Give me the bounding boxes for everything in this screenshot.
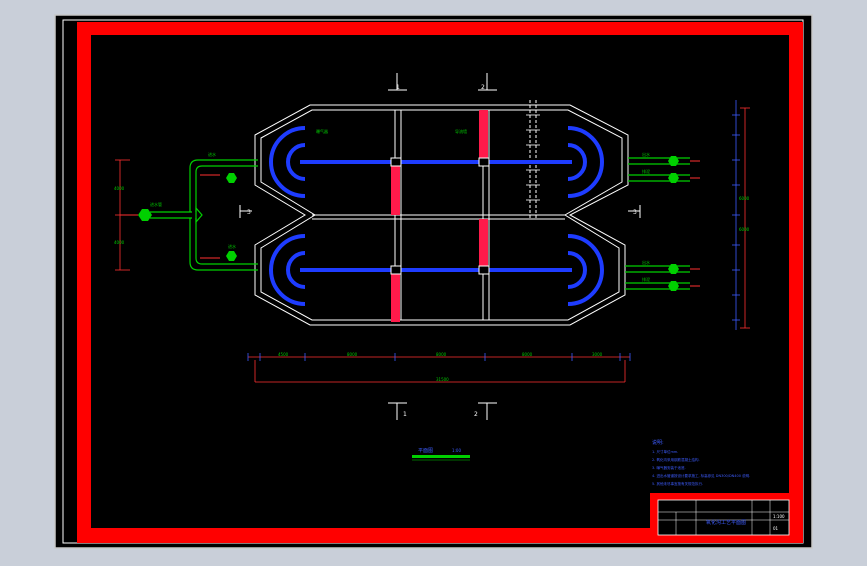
dim-segment: 8000: [436, 352, 447, 357]
title-block-scale: 1:100: [773, 514, 785, 519]
weir-gates: [526, 114, 540, 201]
dim-segment: 3000: [592, 352, 603, 357]
section-label-2-bottom: 2: [474, 411, 478, 418]
dim-left-upper: 4000: [114, 186, 125, 191]
note-item: 1. 尺寸单位mm.: [652, 449, 678, 454]
drawing-sheet: [54, 14, 813, 549]
left-dimension: [115, 159, 130, 271]
section-label-3-right: 3: [633, 209, 637, 216]
inlet-valve: [138, 209, 152, 221]
baffle-tag: 导流墙: [455, 128, 467, 134]
dim-segment: 4500: [278, 352, 289, 357]
inlet-main-label: 进水管: [150, 201, 162, 207]
dim-right-lower: 6000: [739, 227, 750, 232]
inlet-valve: [226, 251, 237, 261]
baffle-wall: [391, 165, 400, 215]
baffle-wall: [479, 110, 488, 160]
section-label-2-top: 2: [481, 84, 485, 91]
outlet-label: 出水: [642, 259, 650, 265]
dim-segment: 8000: [347, 352, 358, 357]
section-label-1-top: 1: [396, 84, 400, 91]
right-dimension: [740, 107, 750, 329]
title-block-name: 氧化沟工艺平面图: [706, 519, 746, 526]
outlet-label: 出水: [642, 151, 650, 157]
inlet-valve: [226, 173, 237, 183]
baffle-wall: [391, 272, 400, 322]
note-item: 2. 氧化沟采用钢筋混凝土结构.: [652, 457, 700, 462]
inlet-upper-label: 进水: [208, 151, 216, 157]
note-item: 5. 其他未尽事宜按有关规范执行.: [652, 481, 703, 486]
outlet-label: 排泥: [642, 276, 650, 282]
title-block-sheet: 01: [773, 526, 779, 531]
title-block: [657, 499, 790, 536]
dim-left-lower: 4000: [114, 240, 125, 245]
dim-right-upper: 6000: [739, 196, 750, 201]
notes-heading: 说明:: [652, 439, 664, 446]
outlet-valves: [668, 156, 679, 291]
baffle-walls: [391, 110, 488, 322]
note-item: 3. 曝气器安装于池底.: [652, 465, 686, 470]
drawing-scale: 1:00: [452, 448, 461, 453]
section-label-1-bottom: 1: [403, 411, 407, 418]
outlet-label: 排泥: [642, 168, 650, 174]
note-item: 4. 进出水管道按设计要求施工, 标高参见 DN300/DN400 说明.: [652, 473, 750, 478]
aerator-tag: 曝气器: [316, 128, 328, 134]
dim-segment: 8000: [522, 352, 533, 357]
section-label-3-left: 3: [247, 209, 251, 216]
inlet-pipes: [150, 159, 258, 271]
title-underline: [412, 455, 470, 458]
dim-total: 31500: [436, 377, 449, 382]
outlet-pipes: [625, 157, 690, 290]
baffle-wall: [479, 219, 488, 269]
aeration-centerlines: [269, 126, 604, 306]
title-block-grid: [658, 500, 789, 535]
drawing-title: 平面图: [418, 448, 433, 454]
section-markers: [388, 73, 497, 420]
bottom-dimension: [248, 356, 630, 383]
inlet-lower-label: 进水: [228, 243, 236, 249]
